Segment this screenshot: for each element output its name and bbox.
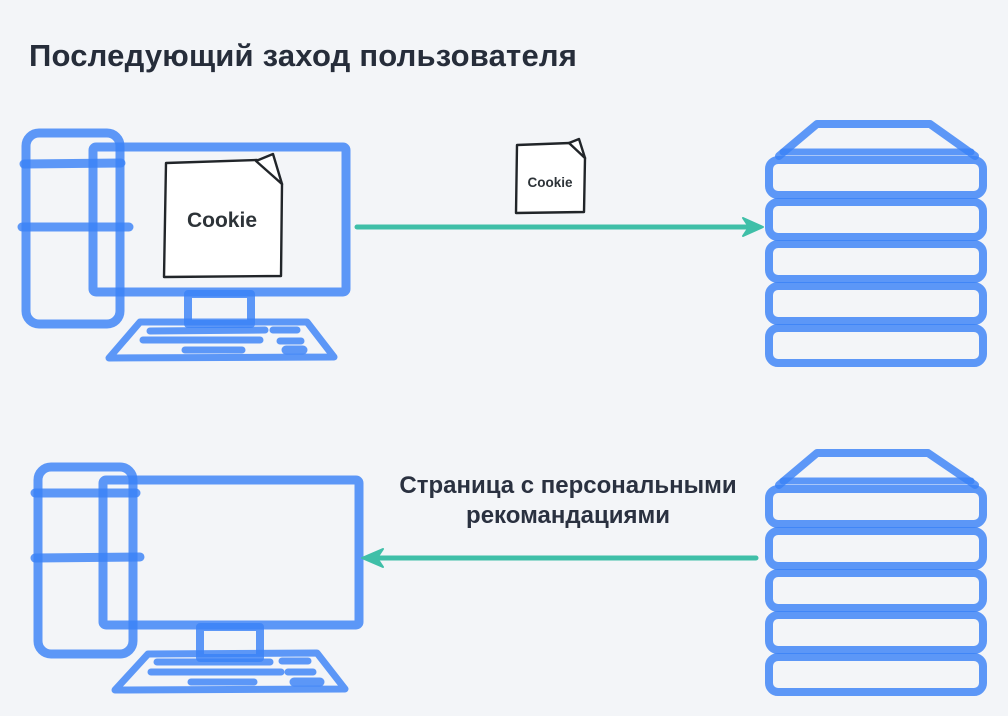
cookie-note-small: Cookie — [514, 137, 587, 215]
client-computer-bottom-icon — [30, 462, 364, 694]
keyboard-icon — [111, 649, 349, 694]
pc-tower-icon — [17, 128, 134, 329]
response-label: Страница с персональными рекомандациями — [399, 472, 737, 529]
monitor-icon — [98, 475, 364, 662]
note-fold-icon — [254, 152, 284, 186]
keyboard-icon — [105, 318, 338, 362]
page-title: Последующий заход пользователя — [29, 38, 578, 73]
server-stack-bottom-icon — [765, 449, 987, 696]
cookie-note-large: Cookie — [162, 152, 284, 279]
cookie-note-small-label: Cookie — [527, 175, 573, 190]
response-arrow-icon — [361, 548, 759, 568]
server-stack-top-icon — [765, 120, 987, 367]
client-computer-top-icon — [17, 128, 351, 362]
note-fold-icon — [567, 137, 587, 160]
request-arrow-icon — [354, 217, 764, 237]
pc-tower-icon — [30, 462, 145, 659]
cookie-note-large-label: Cookie — [187, 209, 257, 232]
